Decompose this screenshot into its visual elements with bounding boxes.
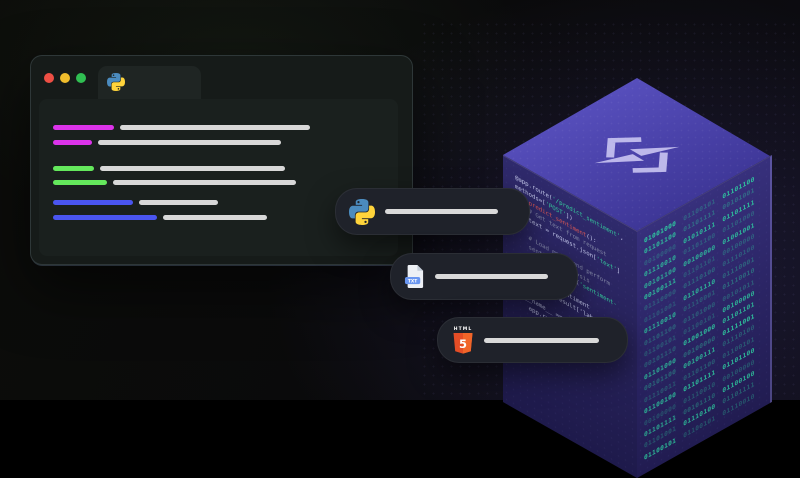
code-line	[53, 200, 218, 205]
placeholder-bar	[435, 274, 548, 279]
code-token-bar	[53, 180, 107, 185]
txt-label: TXT	[408, 278, 417, 284]
code-text-bar	[120, 125, 310, 130]
code-line	[53, 140, 281, 145]
code-line	[53, 166, 285, 171]
code-line	[53, 215, 267, 220]
html-label: HTML	[453, 326, 473, 332]
code-token-bar	[53, 166, 94, 171]
code-panel	[39, 99, 398, 256]
html5-numeral: 5	[459, 337, 467, 351]
html-chip[interactable]: HTML 5	[437, 317, 628, 363]
isometric-cube: @app.route('/predict_sentiment',methods=…	[503, 78, 772, 478]
txt-file-icon: TXT	[404, 265, 424, 288]
code-token-bar	[53, 215, 157, 220]
code-text-bar	[113, 180, 296, 185]
placeholder-bar	[484, 337, 599, 343]
code-text-bar	[98, 140, 281, 145]
code-token-bar	[53, 200, 133, 205]
html5-icon: HTML 5	[452, 327, 474, 354]
text-file-chip[interactable]: TXT	[390, 253, 578, 300]
minimize-button[interactable]	[60, 73, 70, 83]
python-chip[interactable]	[335, 188, 530, 235]
code-token-bar	[53, 140, 92, 145]
code-token-bar	[53, 125, 114, 130]
close-button[interactable]	[44, 73, 54, 83]
code-lightning-logo	[594, 137, 680, 173]
code-line	[53, 125, 310, 130]
zoom-button[interactable]	[76, 73, 86, 83]
code-line	[53, 180, 296, 185]
placeholder-bar	[385, 209, 498, 214]
python-icon	[349, 199, 375, 225]
python-icon	[107, 73, 125, 91]
editor-tab-python[interactable]	[98, 66, 201, 99]
code-text-bar	[163, 215, 267, 220]
code-text-bar	[139, 200, 218, 205]
code-text-bar	[100, 166, 285, 171]
